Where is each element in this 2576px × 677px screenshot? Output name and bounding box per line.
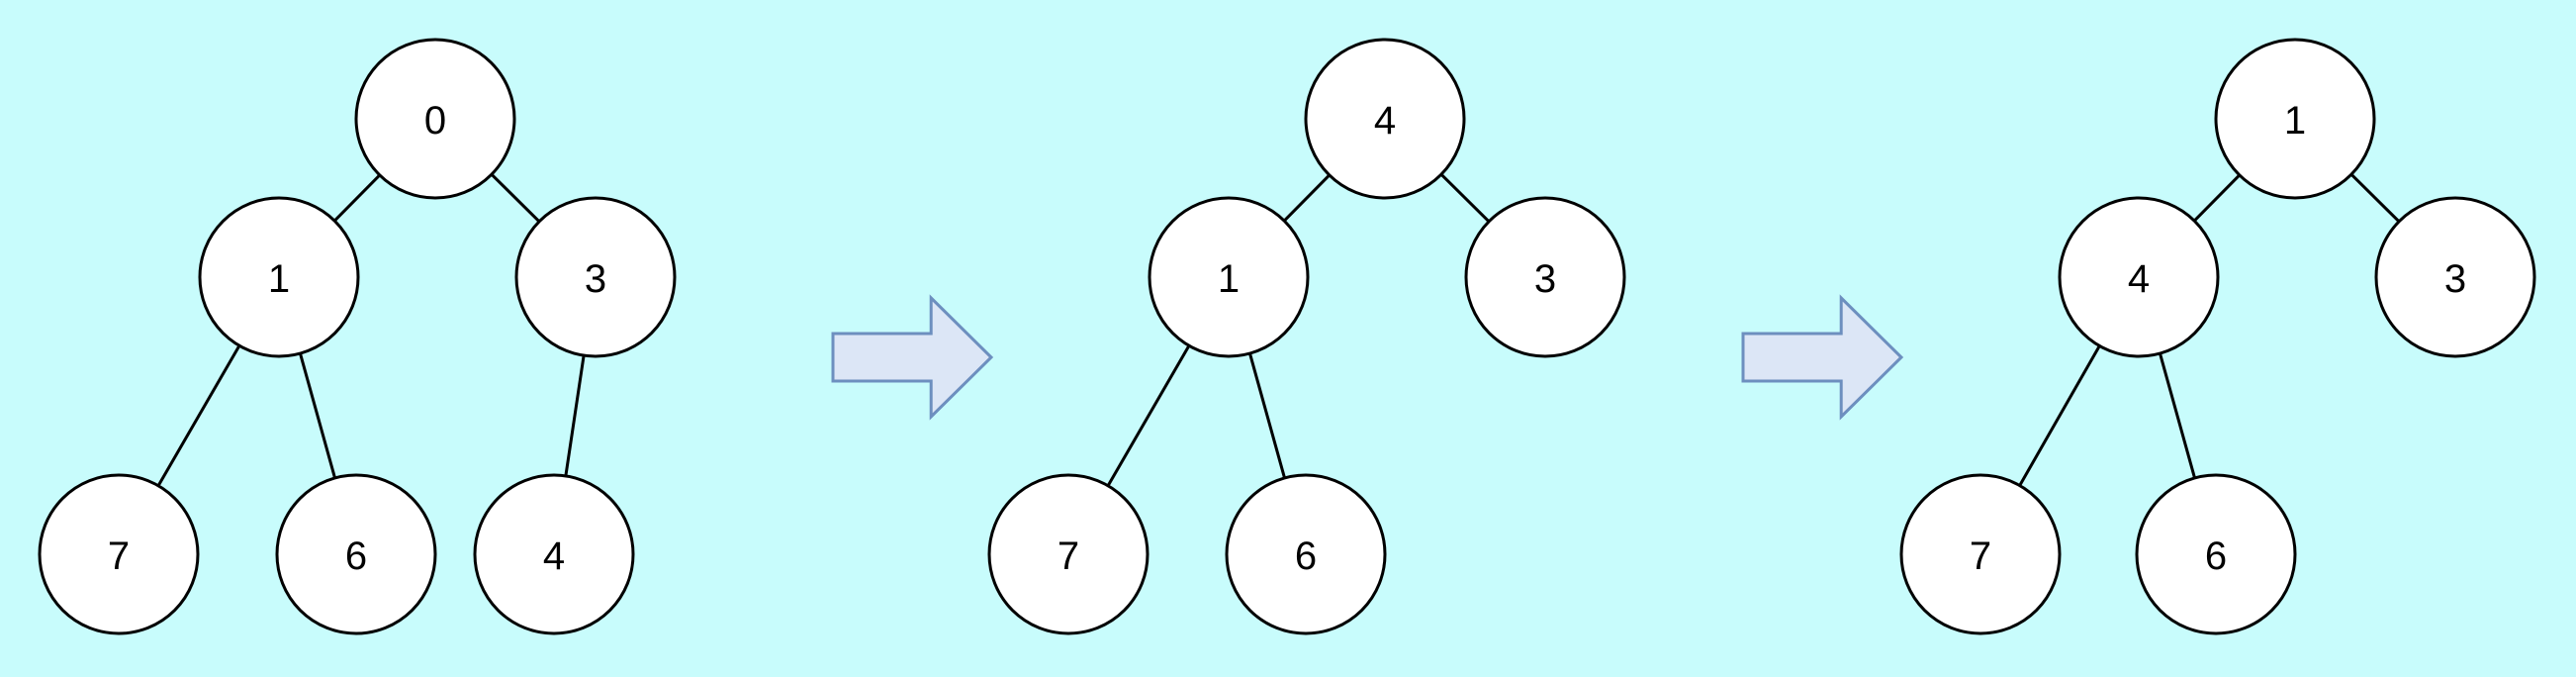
node-circle: [2135, 473, 2297, 635]
tree-node: 6: [275, 473, 437, 635]
node-circle: [1304, 38, 1466, 200]
tree-3: 1 4 3 7 6: [1899, 38, 2536, 635]
node-label: 4: [543, 534, 565, 578]
node-circle: [1464, 196, 1626, 358]
node-circle: [987, 473, 1150, 635]
tree-1: 0 1 3 7 6 4: [38, 38, 677, 635]
node-circle: [354, 38, 516, 200]
node-circle: [2058, 196, 2220, 358]
tree-node: 3: [2374, 196, 2536, 358]
node-circle: [198, 196, 360, 358]
node-label: 1: [268, 257, 290, 301]
node-label: 3: [1534, 257, 1556, 301]
tree-edge: [2349, 173, 2401, 223]
tree-edge: [1439, 173, 1491, 223]
tree-node: 3: [514, 196, 677, 358]
right-arrow-icon: [831, 294, 994, 421]
tree-node: 0: [354, 38, 516, 200]
node-label: 4: [1374, 99, 1396, 143]
node-label: 0: [424, 99, 446, 143]
tree-node: 4: [1304, 38, 1466, 200]
tree-edge: [333, 173, 381, 223]
node-label: 7: [1970, 534, 1991, 578]
tree-2: 4 1 3 7 6: [987, 38, 1626, 635]
node-label: 1: [2284, 99, 2306, 143]
tree-node: 1: [1148, 196, 1310, 358]
tree-node: 1: [2214, 38, 2376, 200]
right-arrow-icon: [1741, 294, 1904, 421]
tree-node: 4: [2058, 196, 2220, 358]
tree-edge: [1106, 344, 1191, 487]
tree-edge: [1283, 173, 1331, 223]
tree-edge: [2159, 352, 2196, 479]
tree-node: 1: [198, 196, 360, 358]
tree-node: 4: [473, 473, 635, 635]
tree-node: 6: [1225, 473, 1387, 635]
node-circle: [275, 473, 437, 635]
node-label: 7: [1058, 534, 1079, 578]
trees: 0 1 3 7 6 4 4 1 3 7 6 1 4 3 7 6: [38, 38, 2536, 635]
tree-edge: [564, 354, 586, 477]
node-label: 6: [345, 534, 367, 578]
tree-node: 3: [1464, 196, 1626, 358]
tree-edge: [1248, 352, 1286, 479]
node-label: 1: [1218, 257, 1240, 301]
tree-node: 7: [38, 473, 200, 635]
node-label: 7: [108, 534, 130, 578]
node-label: 6: [1295, 534, 1317, 578]
node-label: 4: [2128, 257, 2150, 301]
node-circle: [514, 196, 677, 358]
tree-edge: [2193, 173, 2241, 223]
node-circle: [2374, 196, 2536, 358]
tree-edge: [2018, 344, 2101, 487]
node-label: 3: [585, 257, 606, 301]
tree-edge: [490, 173, 541, 223]
tree-node: 7: [987, 473, 1150, 635]
tree-edge: [299, 352, 336, 479]
node-circle: [1225, 473, 1387, 635]
arrows: [831, 294, 1904, 421]
tree-node: 6: [2135, 473, 2297, 635]
node-label: 3: [2444, 257, 2466, 301]
tree-edge: [156, 344, 241, 487]
tree-node: 7: [1899, 473, 2062, 635]
node-label: 6: [2205, 534, 2227, 578]
node-circle: [473, 473, 635, 635]
node-circle: [1899, 473, 2062, 635]
node-circle: [2214, 38, 2376, 200]
node-circle: [38, 473, 200, 635]
node-circle: [1148, 196, 1310, 358]
